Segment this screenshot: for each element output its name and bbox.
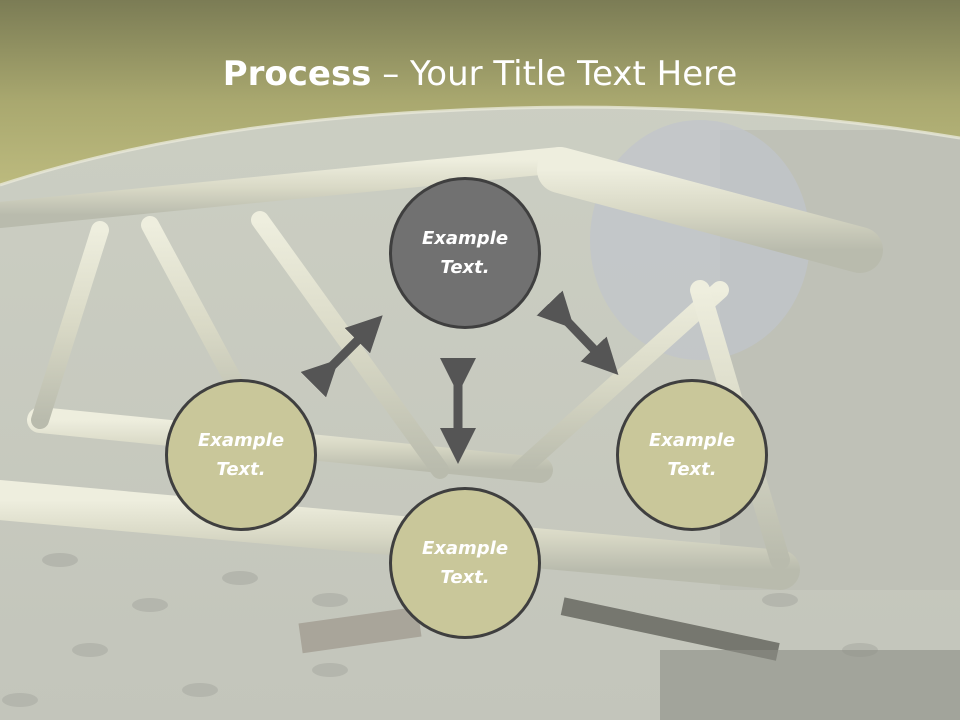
- process-node-bottom[interactable]: Example Text.: [389, 487, 541, 639]
- slide-title: Process – Your Title Text Here: [0, 52, 960, 96]
- node-label-bottom: Example Text.: [421, 538, 509, 588]
- arrow-center-right: [536, 290, 619, 376]
- process-node-left[interactable]: Example Text.: [165, 379, 317, 531]
- header-band: [0, 0, 960, 187]
- node-label-center: Example Text.: [421, 228, 509, 278]
- arrow-center-left: [300, 315, 383, 398]
- node-label-left: Example Text.: [197, 430, 285, 480]
- node-label-right: Example Text.: [648, 430, 736, 480]
- title-rest: – Your Title Text Here: [371, 54, 738, 94]
- title-bold: Process: [222, 54, 372, 94]
- process-node-right[interactable]: Example Text.: [616, 379, 768, 531]
- process-node-center[interactable]: Example Text.: [389, 177, 541, 329]
